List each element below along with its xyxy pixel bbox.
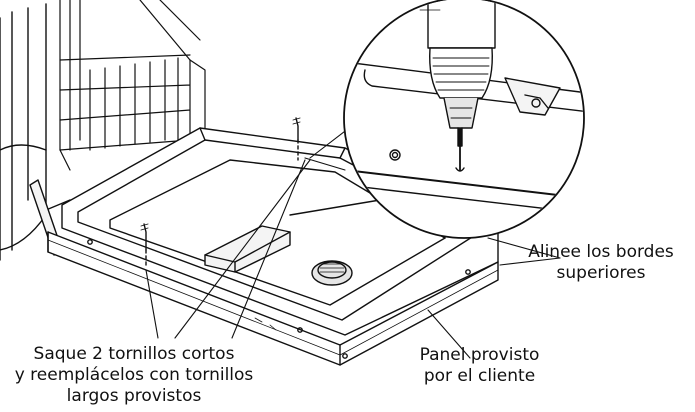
magnifier-detail (343, 0, 585, 239)
align-edges-line-1: Alinee los bordes (528, 242, 674, 262)
panel-leader (427, 309, 471, 359)
front-panel (47, 231, 499, 366)
customer-panel-line-2: por el cliente (423, 366, 536, 386)
align-edges-line-2: superiores (556, 263, 646, 283)
replace-screws-line-2: y reemplácelos con tornillos (14, 365, 254, 385)
align-leaders (487, 237, 561, 266)
screw-left (140, 223, 149, 269)
dish-rack (59, 0, 206, 171)
screw-right (292, 117, 301, 161)
replace-screws-line-1: Saque 2 tornillos cortos (33, 344, 235, 364)
replace-screws-line-3: largos provistos (66, 386, 202, 406)
replace-screws-label: Saque 2 tornillos cortos y reemplácelos … (0, 344, 268, 407)
customer-panel-label: Panel provisto por el cliente (402, 345, 557, 387)
customer-panel-line-1: Panel provisto (419, 345, 540, 365)
align-edges-label: Alinee los bordes superiores (510, 242, 692, 284)
